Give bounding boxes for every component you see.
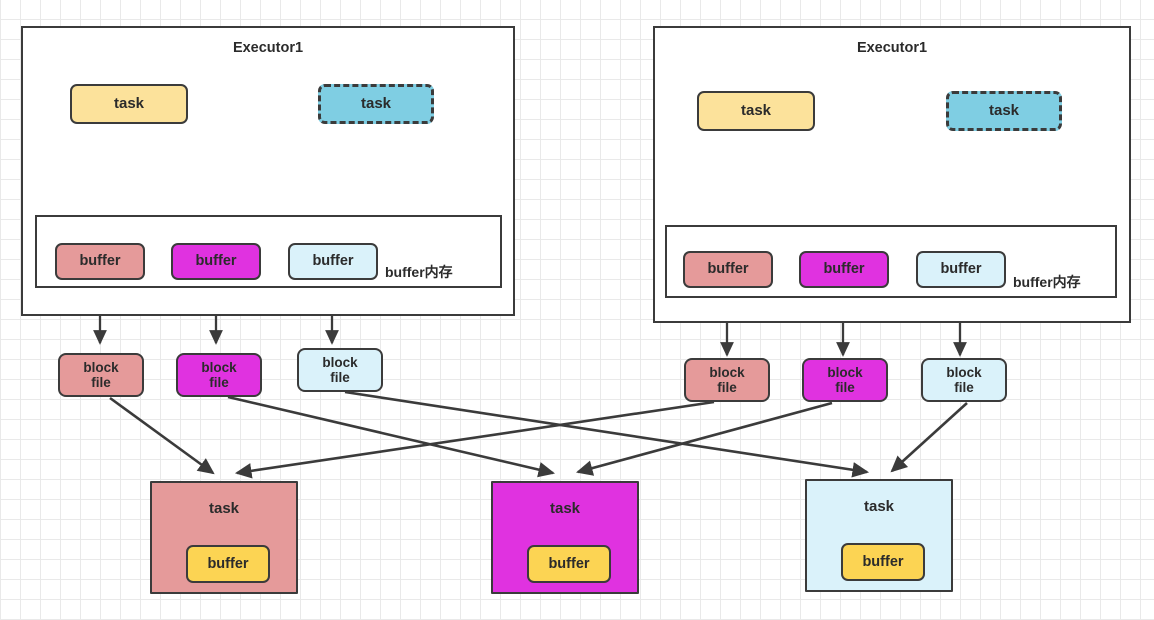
task-label: task [113,94,145,112]
executor-title-right: Executor1 [856,40,928,56]
block-file-left-3[interactable]: block file [297,348,383,392]
block-file-right-2[interactable]: block file [802,358,888,402]
reduce-task-1[interactable]: task buffer [150,481,298,594]
block-file-right-3[interactable]: block file [921,358,1007,402]
block-file-line1: block [83,359,119,375]
task-label: task [740,101,772,119]
reduce-task-title: task [863,498,895,515]
block-file-left-1[interactable]: block file [58,353,144,397]
block-file-line2: file [330,370,350,385]
buffer-memory-label-left: buffer内存 [385,264,453,280]
executor-right-buffer-1[interactable]: buffer [683,251,773,288]
buffer-label: buffer [940,261,982,278]
task-label: task [988,101,1020,119]
block-file-line1: block [709,364,745,380]
buffer-label: buffer [823,261,865,278]
executor-left-buffer-3[interactable]: buffer [288,243,378,280]
block-file-line1: block [946,364,982,380]
block-file-line2: file [209,375,229,390]
block-file-left-2[interactable]: block file [176,353,262,397]
block-file-line2: file [717,380,737,395]
reduce-task-2[interactable]: task buffer [491,481,639,594]
buffer-label: buffer [862,553,904,570]
block-file-line1: block [322,354,358,370]
buffer-label: buffer [207,555,249,572]
executor-title-left: Executor1 [232,40,304,56]
reduce-task-inner-buffer[interactable]: buffer [527,545,611,583]
executor-left-map-task-2[interactable]: task [318,84,434,124]
buffer-label: buffer [312,253,354,270]
buffer-label: buffer [195,253,237,270]
executor-left-map-task-1[interactable]: task [70,84,188,124]
executor-right-buffer-2[interactable]: buffer [799,251,889,288]
block-file-line2: file [91,375,111,390]
executor-right-map-task-1[interactable]: task [697,91,815,131]
executor-left-buffer-1[interactable]: buffer [55,243,145,280]
block-file-right-1[interactable]: block file [684,358,770,402]
executor-left-buffer-2[interactable]: buffer [171,243,261,280]
blockfile-to-reducetask-edges [109,390,968,479]
executor-right-buffer-3[interactable]: buffer [916,251,1006,288]
block-file-line2: file [835,380,855,395]
buffer-label: buffer [707,261,749,278]
block-file-line1: block [827,364,863,380]
reduce-task-inner-buffer[interactable]: buffer [841,543,925,581]
buffer-label: buffer [79,253,121,270]
block-file-line1: block [201,359,237,375]
executor-right-map-task-2[interactable]: task [946,91,1062,131]
reduce-task-title: task [549,500,581,517]
buffer-label: buffer [548,555,590,572]
task-label: task [360,94,392,112]
block-file-line2: file [954,380,974,395]
reduce-task-title: task [208,500,240,517]
buffer-memory-label-right: buffer内存 [1013,274,1081,290]
reduce-task-3[interactable]: task buffer [805,479,953,592]
reduce-task-inner-buffer[interactable]: buffer [186,545,270,583]
